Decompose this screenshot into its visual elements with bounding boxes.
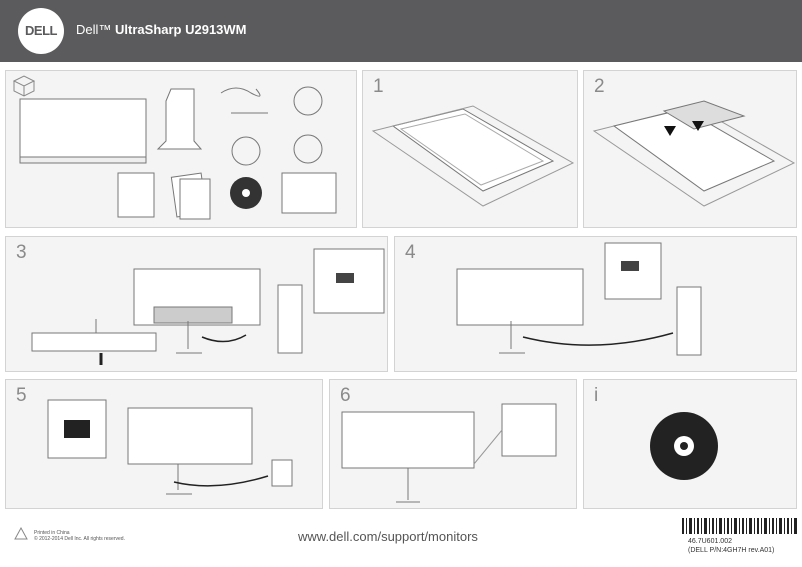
step-2-panel: 2 [583, 70, 797, 228]
dell-logo: DELL [18, 8, 64, 54]
step-5-panel: 5 [5, 379, 323, 509]
step-4-panel: 4 [394, 236, 797, 372]
printed-in: Printed in China [34, 530, 70, 536]
support-url[interactable]: www.dell.com/support/monitors [298, 529, 478, 544]
part-number-block: 46.7U601.002 (DELL P/N:4GH7H rev.A01) [688, 537, 774, 555]
info-marker: i [594, 385, 599, 406]
step-number: 4 [405, 242, 416, 263]
step-5-illustration [47, 399, 293, 495]
brand-name: Dell™ [76, 22, 112, 37]
box-contents-panel [5, 70, 357, 228]
step-4-illustration [456, 242, 702, 356]
dell-part-number: (DELL P/N:4GH7H rev.A01) [688, 547, 775, 554]
box-contents-illustration [12, 75, 337, 220]
step-6-illustration [341, 403, 557, 503]
info-illustration [650, 412, 718, 480]
step-number: 2 [594, 76, 605, 97]
copyright: © 2012-2014 Dell Inc. All rights reserve… [34, 536, 125, 542]
part-number: 46.7U601.002 [688, 538, 732, 545]
step-3-panel: 3 [5, 236, 388, 372]
step-1-illustration [371, 105, 575, 207]
barcode [682, 518, 797, 534]
step-number: 1 [373, 76, 384, 97]
step-1-panel: 1 [362, 70, 578, 228]
step-number: 3 [16, 242, 27, 263]
step-6-panel: 6 [329, 379, 577, 509]
recycle-icon [14, 527, 28, 540]
step-2-illustration [592, 100, 796, 207]
footer-legal: Printed in China © 2012-2014 Dell Inc. A… [34, 530, 125, 542]
step-number: 5 [16, 385, 27, 406]
model-name: UltraSharp U2913WM [115, 22, 247, 37]
step-3-illustration [31, 248, 385, 365]
info-panel: i [583, 379, 797, 509]
box-icon [12, 75, 36, 97]
product-title: Dell™ UltraSharp U2913WM [76, 22, 247, 37]
header-bar: DELL Dell™ UltraSharp U2913WM [0, 0, 802, 62]
step-number: 6 [340, 385, 351, 406]
